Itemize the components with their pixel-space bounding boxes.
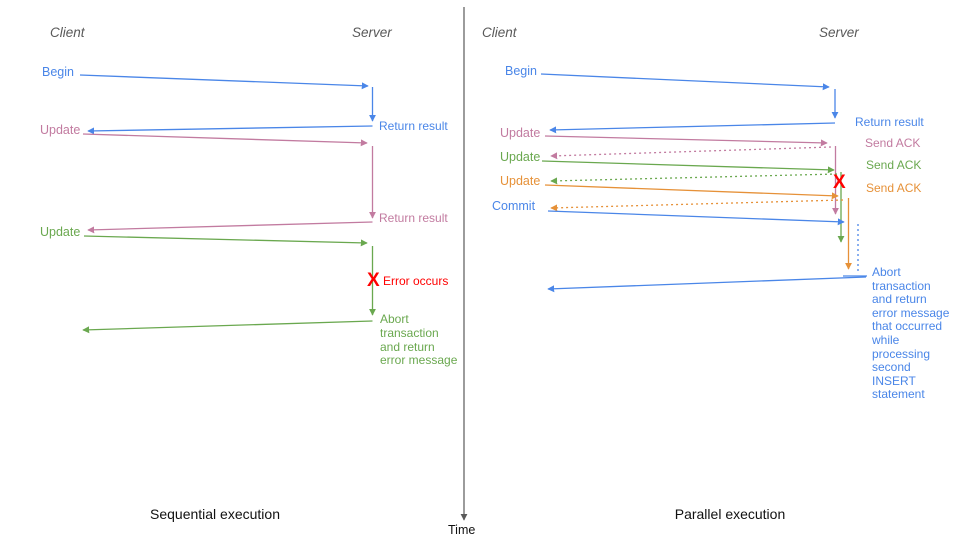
right-update-2-request-arrow [541, 160, 845, 243]
left-server-label: Server [352, 25, 392, 40]
right-send-ack-3-label: Send ACK [866, 181, 922, 195]
right-return-result-label: Return result [855, 115, 924, 129]
right-commit-request-arrow [547, 210, 867, 277]
right-update-1-request-arrow [544, 135, 839, 215]
left-return-result-2-arrow [87, 221, 373, 234]
right-update-2-label: Update [500, 150, 541, 164]
right-error-x-icon: X [833, 172, 846, 193]
right-send-ack-2-label: Send ACK [866, 158, 922, 172]
right-abort-return-arrow [547, 276, 867, 293]
right-server-label: Server [819, 25, 859, 40]
left-return-result-2-label: Return result [379, 211, 448, 225]
left-begin-request-arrow [79, 74, 376, 122]
right-send-ack-1-label: Send ACK [865, 136, 921, 150]
right-update-1-label: Update [500, 126, 541, 140]
left-panel-title: Sequential execution [150, 506, 280, 522]
left-error-occurs-label: Error occurs [383, 274, 449, 288]
left-abort-message: Abort transaction and return error messa… [380, 312, 458, 368]
time-axis-label: Time [448, 523, 476, 537]
right-abort-message: Abort transaction and return error messa… [872, 265, 950, 402]
left-update-2-label: Update [40, 225, 81, 239]
right-ack-2-arrow [550, 173, 838, 185]
left-update-2-request-arrow [83, 235, 376, 316]
right-return-result-arrow [549, 122, 836, 134]
left-return-result-1-arrow [87, 125, 373, 135]
left-return-result-1-label: Return result [379, 119, 448, 133]
left-abort-return-arrow [82, 320, 373, 334]
right-client-label: Client [482, 25, 517, 40]
right-ack-1-arrow [550, 146, 832, 160]
right-ack-3-arrow [550, 199, 844, 212]
right-update-3-label: Update [500, 174, 541, 188]
right-begin-request-arrow [540, 73, 839, 119]
left-begin-label: Begin [42, 65, 74, 79]
left-client-label: Client [50, 25, 85, 40]
right-update-3-request-arrow [544, 184, 852, 270]
right-begin-label: Begin [505, 64, 537, 78]
left-error-x-icon: X [367, 270, 380, 291]
left-update-1-label: Update [40, 123, 81, 137]
right-panel-title: Parallel execution [674, 506, 786, 522]
right-commit-label: Commit [492, 199, 536, 213]
left-update-1-request-arrow [82, 133, 376, 219]
